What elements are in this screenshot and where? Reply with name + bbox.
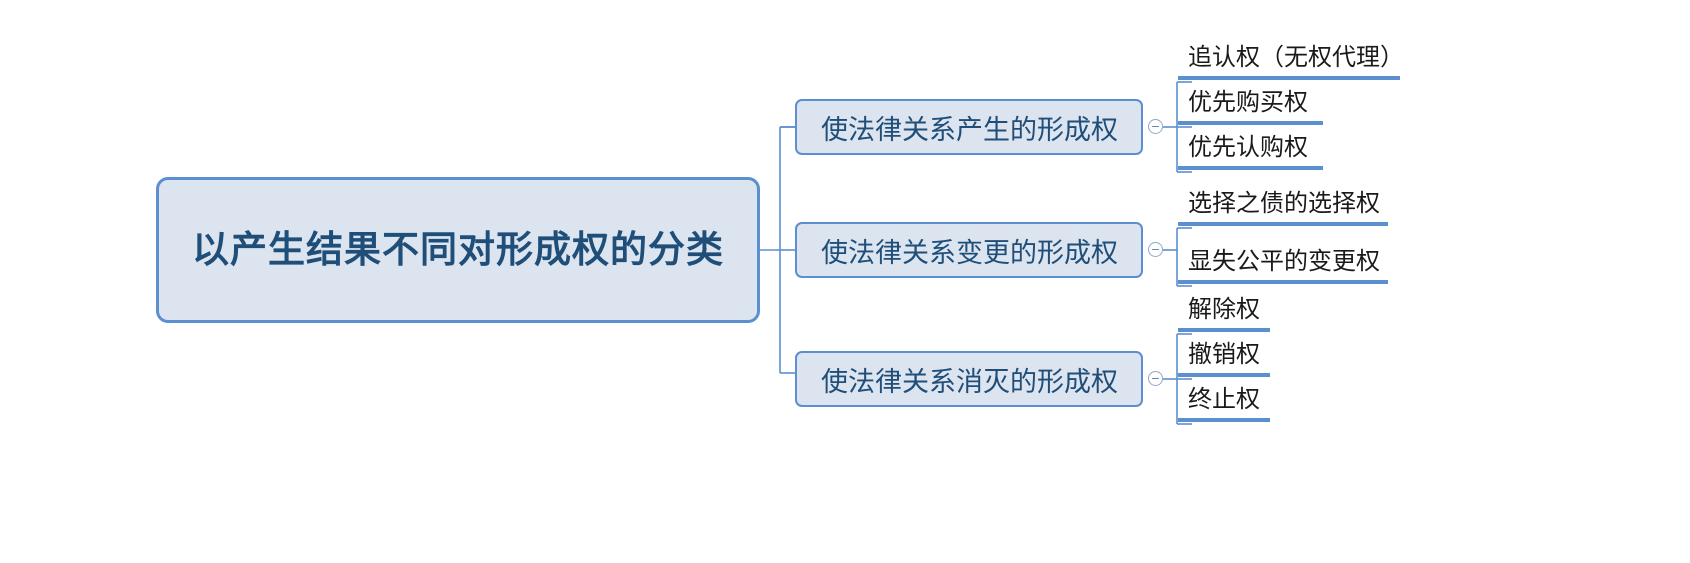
leaf-node-1-3[interactable]: 优先认购权 — [1178, 133, 1323, 170]
branch-node-3-label: 使法律关系消灭的形成权 — [821, 366, 1118, 397]
leaf-node-2-2[interactable]: 显失公平的变更权 — [1178, 247, 1388, 284]
leaf-node-2-2-label: 显失公平的变更权 — [1188, 248, 1380, 275]
leaf-node-2-1-label: 选择之债的选择权 — [1188, 190, 1380, 217]
root-node-label: 以产生结果不同对形成权的分类 — [192, 229, 724, 271]
leaf-node-3-1-label: 解除权 — [1188, 296, 1260, 323]
collapse-minus-icon-branch-3[interactable] — [1148, 371, 1163, 386]
leaf-node-1-3-label: 优先认购权 — [1188, 134, 1308, 161]
root-node[interactable]: 以产生结果不同对形成权的分类 — [156, 177, 760, 323]
leaf-node-3-3-label: 终止权 — [1188, 386, 1260, 413]
leaf-node-3-2[interactable]: 撤销权 — [1178, 340, 1270, 377]
leaf-node-1-1[interactable]: 追认权（无权代理） — [1178, 43, 1404, 80]
collapse-minus-icon-branch-2[interactable] — [1148, 242, 1163, 257]
leaf-node-2-1[interactable]: 选择之债的选择权 — [1178, 189, 1388, 226]
leaf-node-3-3[interactable]: 终止权 — [1178, 385, 1270, 422]
branch-node-1[interactable]: 使法律关系产生的形成权 — [795, 99, 1143, 155]
leaf-node-3-1[interactable]: 解除权 — [1178, 295, 1270, 332]
leaf-node-1-2-label: 优先购买权 — [1188, 89, 1308, 116]
leaf-node-1-1-label: 追认权（无权代理） — [1188, 44, 1404, 71]
branch-node-2-label: 使法律关系变更的形成权 — [821, 237, 1118, 268]
collapse-minus-icon-branch-1[interactable] — [1148, 119, 1163, 134]
branch-node-1-label: 使法律关系产生的形成权 — [821, 114, 1118, 145]
branch-node-3[interactable]: 使法律关系消灭的形成权 — [795, 351, 1143, 407]
leaf-node-3-2-label: 撤销权 — [1188, 341, 1260, 368]
branch-node-2[interactable]: 使法律关系变更的形成权 — [795, 222, 1143, 278]
leaf-node-1-2[interactable]: 优先购买权 — [1178, 88, 1323, 125]
